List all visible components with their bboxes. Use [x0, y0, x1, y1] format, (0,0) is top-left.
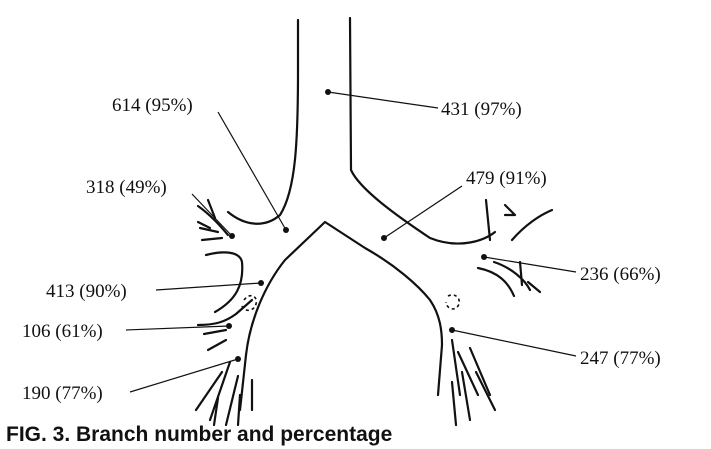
branch-points — [226, 89, 487, 362]
trachea-left-wall — [226, 18, 300, 225]
left-dashed-lesion — [445, 294, 461, 310]
dot-trachea — [325, 89, 331, 95]
label-trachea: 431 (97%) — [441, 99, 522, 120]
airway-outline — [194, 16, 554, 427]
label-right-middle-lobe: 106 (61%) — [22, 321, 103, 342]
leader-trachea — [327, 91, 439, 109]
leader-right-middle-lobe — [125, 325, 230, 331]
carina — [244, 220, 444, 357]
right-upper-lobe-tips — [196, 198, 217, 230]
label-bronchus-intermedius: 413 (90%) — [46, 281, 127, 302]
dot-left-upper-lobe — [481, 254, 487, 260]
leader-bronchus-intermedius — [155, 282, 262, 291]
leader-right-upper-lobe — [191, 193, 233, 237]
leader-left-main-bronchus — [383, 185, 463, 239]
leader-left-upper-lobe — [483, 256, 577, 273]
dot-bronchus-intermedius — [258, 280, 264, 286]
label-left-upper-lobe: 236 (66%) — [580, 264, 661, 285]
dot-right-upper-lobe — [229, 233, 235, 239]
dot-left-lower-lobe — [449, 327, 455, 333]
dot-right-middle-lobe — [226, 323, 232, 329]
leader-right-lower-lobe — [129, 358, 239, 393]
label-right-lower-lobe: 190 (77%) — [22, 383, 103, 404]
label-left-lower-lobe: 247 (77%) — [580, 348, 661, 369]
left-lower-lobe-branches — [436, 338, 497, 427]
figure-caption: FIG. 3. Branch number and percentage — [6, 423, 392, 446]
left-upper-lobe-branch — [476, 198, 554, 298]
label-right-main-bronchus: 614 (95%) — [112, 95, 193, 116]
trachea-right-wall — [348, 16, 497, 245]
right-middle-lobe-branch — [196, 298, 254, 352]
right-dashed-lesion — [241, 294, 258, 312]
dot-right-main-bronchus — [283, 227, 289, 233]
leader-lines — [125, 91, 577, 393]
leader-left-lower-lobe — [451, 329, 577, 357]
label-right-upper-lobe: 318 (49%) — [86, 177, 167, 198]
leader-right-main-bronchus — [217, 111, 287, 231]
dot-right-lower-lobe — [235, 356, 241, 362]
bronchus-intermedius-wall — [204, 251, 244, 314]
dot-left-main-bronchus — [381, 235, 387, 241]
branch-labels: 431 (97%) 614 (95%) 479 (91%) 318 (49%) … — [22, 95, 661, 404]
right-lower-lobe-branches — [194, 353, 254, 427]
left-lung-outline-right — [518, 260, 542, 294]
right-upper-lobe-branch — [196, 204, 230, 242]
label-left-main-bronchus: 479 (91%) — [466, 168, 547, 189]
